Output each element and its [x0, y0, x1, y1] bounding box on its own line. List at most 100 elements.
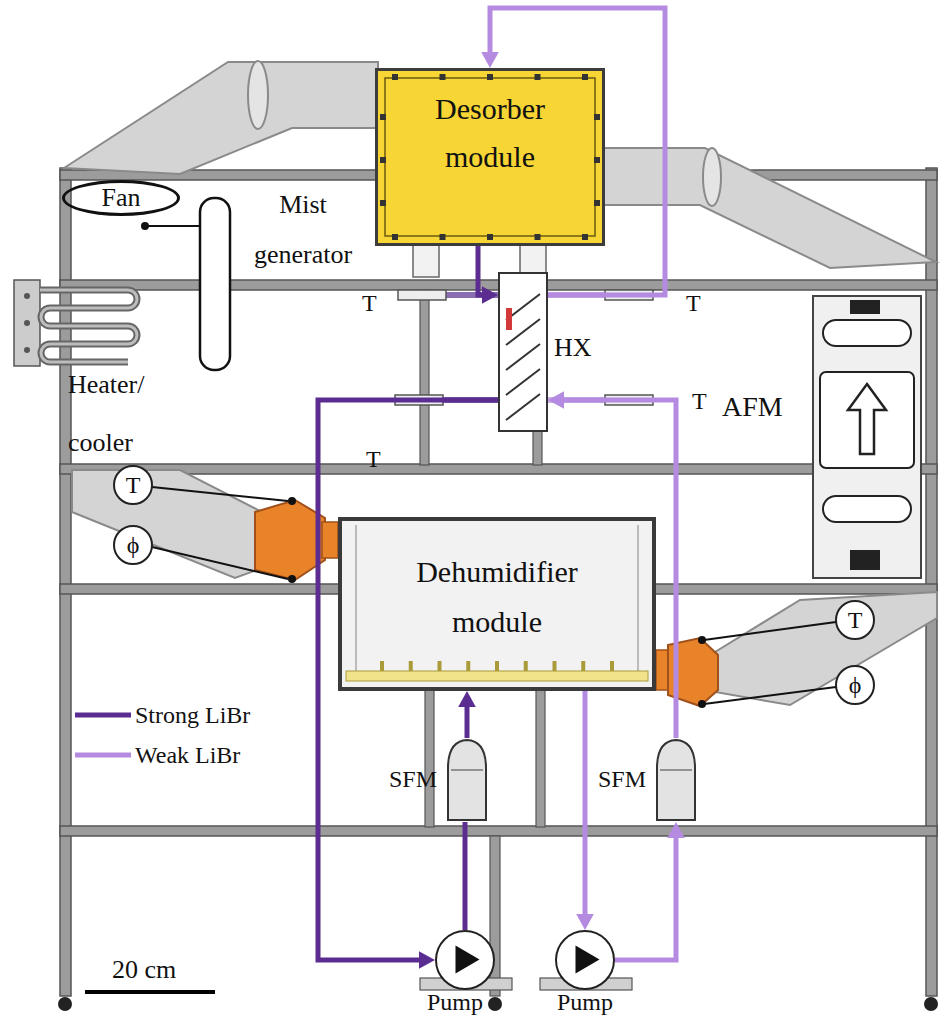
duct-joint	[248, 61, 268, 129]
solution-pipe	[478, 246, 498, 304]
arrow-head	[548, 391, 564, 409]
flow-meter-seam	[660, 769, 692, 771]
inner-frame	[385, 78, 595, 236]
text-holder: SFM	[598, 766, 646, 792]
leader-line	[145, 225, 200, 227]
legend-swatch-line	[75, 753, 131, 758]
solution-flow-meter: SFM	[652, 738, 700, 822]
solution-flow-meter: SFM	[443, 738, 491, 822]
caster-wheel	[58, 997, 72, 1011]
desorber-module: Desorber module	[375, 68, 605, 246]
component-label: Pump	[557, 990, 613, 1014]
arrow-head	[458, 691, 476, 707]
pump-symbol: Pump	[555, 930, 615, 990]
dehumidifier-module: Dehumidifier module	[338, 517, 656, 691]
frame-bolt	[594, 200, 600, 206]
sensor-label: T	[366, 446, 381, 472]
tray-strip	[346, 671, 648, 681]
node-text: ϕ	[849, 673, 862, 697]
node-text: ϕ	[127, 533, 140, 557]
legend-row: Strong LiBr	[75, 702, 250, 728]
frame-post	[420, 290, 429, 465]
hatch-line	[506, 344, 540, 370]
sensor-circle: T	[113, 465, 153, 505]
component-label: HX	[554, 334, 592, 363]
node-text: Desorber module	[405, 85, 575, 181]
pump-glyph	[557, 932, 613, 988]
membrane-edge	[637, 525, 639, 671]
legend-swatch	[75, 710, 131, 720]
text-holder: AFM	[722, 392, 783, 423]
legend-row: Weak LiBr	[75, 742, 240, 768]
arrow-head	[667, 822, 685, 838]
meter-ring	[823, 320, 911, 346]
temperature-fitting	[398, 290, 446, 300]
flow-meter-seam	[451, 769, 483, 771]
text-holder: HX	[554, 334, 592, 363]
arrow-head	[481, 52, 499, 68]
mist-generator	[200, 198, 230, 370]
tray-nozzle	[380, 661, 384, 671]
leader-dot	[698, 700, 706, 708]
arrow-head	[482, 286, 498, 304]
solution-tray	[342, 521, 652, 687]
sensor-label: T	[362, 290, 377, 316]
node-text: T	[848, 608, 863, 632]
flow-meter-body	[652, 738, 700, 822]
component-label: Pump	[427, 990, 483, 1014]
frame-bolt	[582, 74, 588, 80]
sensor-label: T	[686, 290, 701, 316]
terminal-bolt	[24, 320, 30, 326]
tray-nozzle	[438, 661, 442, 671]
text-holder: T	[692, 388, 707, 414]
text-holder: Heater/ cooler	[68, 356, 168, 472]
meter-strip	[850, 300, 880, 314]
sensor-circle: T	[835, 600, 875, 640]
sensor-circle: ϕ	[113, 525, 153, 565]
leader-line	[152, 547, 288, 579]
frame-bolt	[582, 234, 588, 240]
text-holder: T	[362, 290, 377, 316]
pump-glyph	[437, 932, 493, 988]
tray-nozzle	[495, 661, 499, 671]
text-holder: T	[366, 446, 381, 472]
frame-bolt	[440, 74, 446, 80]
frame-bolt	[487, 74, 493, 80]
meter-ring	[823, 496, 911, 522]
flow-meter-shell	[657, 740, 695, 820]
leader-dot	[141, 222, 149, 230]
frame-bolt	[594, 157, 600, 163]
module-foot	[413, 245, 439, 277]
text-holder: Pump	[427, 990, 483, 1014]
leader-line	[152, 487, 288, 501]
caster-wheel	[924, 997, 938, 1011]
tray-nozzle	[524, 661, 528, 671]
heater-coil	[40, 290, 137, 362]
hatch-line	[506, 369, 540, 395]
leader-dot	[288, 575, 296, 583]
legend-swatch	[75, 750, 131, 760]
legend-swatch-line	[75, 713, 131, 718]
solution-pipe	[576, 691, 594, 930]
component-label: Heater/ cooler	[68, 356, 168, 472]
air-diffuser	[255, 500, 325, 580]
heat-exchanger: HX	[498, 272, 548, 432]
leader-dot	[698, 636, 706, 644]
pipe-line	[463, 822, 468, 930]
leader-line	[704, 622, 836, 640]
frame-bolt	[487, 234, 493, 240]
frame-bolt	[380, 157, 386, 163]
frame-post	[425, 690, 434, 827]
frame-bolt	[535, 74, 541, 80]
text-holder: Mist generator	[236, 180, 370, 280]
heater-coil	[40, 290, 137, 362]
component-label: AFM	[722, 392, 783, 423]
component-label: SFM	[389, 766, 437, 792]
pump-triangle	[576, 946, 600, 974]
sensor-circle: ϕ	[835, 665, 875, 705]
flow-meter-shell	[448, 740, 486, 820]
solution-pipe	[465, 822, 466, 930]
hatch-line	[506, 394, 540, 420]
frame-rail	[60, 464, 937, 474]
